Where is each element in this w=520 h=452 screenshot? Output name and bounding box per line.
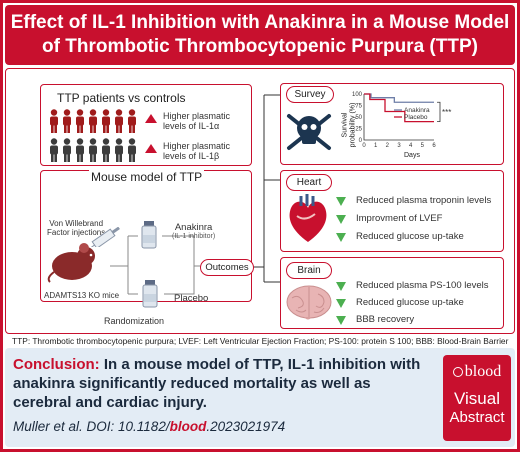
blood-drop-icon	[452, 367, 463, 377]
x-tick-label: 2	[386, 143, 390, 149]
finding-text: Reduced plasma troponin levels	[356, 195, 492, 206]
mouse-icon	[47, 243, 95, 283]
x-tick-label: 1	[374, 143, 378, 149]
x-tick-label: 3	[397, 143, 401, 149]
logo-visual: Visual	[454, 389, 500, 408]
patients-finding-2: Higher plasmatic levels of IL-1β	[163, 141, 231, 161]
blood-logo-brand: blood	[443, 363, 511, 381]
increase-icon	[145, 114, 157, 123]
finding-text: Reduced glucose up-take	[356, 231, 464, 242]
title-line-1: Effect of IL-1 Inhibition with Anakinra …	[10, 12, 510, 33]
conclusion-label: Conclusion:	[13, 356, 100, 373]
heart-icon	[289, 194, 327, 242]
main-panel	[5, 68, 515, 334]
legend-label: Anakinra	[404, 107, 430, 114]
x-tick-label: 4	[409, 143, 413, 149]
decrease-icon	[336, 215, 346, 224]
outcomes-bracket	[254, 94, 280, 283]
placebo-label: Placebo	[174, 293, 209, 304]
title-banner: Effect of IL-1 Inhibition with Anakinra …	[5, 5, 515, 65]
mouse-heading: Mouse model of TTP	[89, 170, 205, 184]
heart-pill: Heart	[286, 174, 332, 191]
decrease-icon	[336, 299, 346, 308]
brain-icon	[286, 285, 332, 320]
placebo-vial-icon	[142, 280, 158, 308]
y-tick-label: 25	[355, 127, 362, 133]
conclusion-body: In a mouse model of TTP, IL-1 inhibition…	[13, 356, 421, 411]
patients-figures	[50, 109, 136, 162]
decrease-icon	[336, 282, 346, 291]
significance-bracket	[437, 101, 441, 122]
mouse-model-flow	[110, 235, 200, 295]
decrease-icon	[336, 197, 346, 206]
patients-box: TTP patients vs controls Higher plasmati…	[40, 84, 252, 166]
y-tick-label: 50	[355, 115, 362, 121]
chart-axes	[363, 94, 434, 141]
outcomes-pill: Outcomes	[200, 259, 254, 276]
series-line-placebo	[364, 93, 434, 123]
decrease-icon	[336, 233, 346, 242]
decrease-icon	[336, 316, 346, 325]
strain-label: ADAMTS13 KO mice	[44, 291, 120, 300]
y-tick-label: 0	[359, 138, 363, 144]
y-tick-label: 100	[352, 92, 363, 98]
logo-abstract: Abstract	[449, 409, 505, 426]
x-tick-label: 6	[432, 143, 436, 149]
finding-text: BBB recovery	[356, 314, 415, 325]
title-line-2: of Thrombotic Thrombocytopenic Purpura (…	[42, 36, 478, 57]
footnote: TTP: Thrombotic thrombocytopenic purpura…	[12, 336, 509, 346]
anakinra-label: Anakinra (IL-1 inhibitor)	[172, 222, 216, 240]
finding-text: Improvment of LVEF	[356, 213, 443, 224]
x-axis-label: Days	[404, 152, 420, 159]
patients-heading: TTP patients vs controls	[57, 91, 186, 105]
citation[interactable]: Muller et al. DOI: 10.1182/blood.2023021…	[13, 419, 286, 434]
patient-figures	[50, 109, 136, 133]
finding-text: Reduced plasma PS-100 levels	[356, 280, 489, 291]
injection-label: Von Willebrand Factor injections	[47, 219, 106, 237]
x-tick-label: 0	[362, 143, 366, 149]
conclusion-panel: Conclusion: In a mouse model of TTP, IL-…	[5, 348, 515, 447]
control-figures	[50, 138, 136, 162]
blood-visual-abstract-logo: blood Visual Abstract	[443, 355, 511, 441]
y-tick-label: 75	[355, 104, 362, 110]
survey-pill: Survey	[286, 86, 334, 103]
skull-crossbones-icon	[287, 114, 331, 150]
randomization-label: Randomization	[104, 316, 165, 326]
syringe-icon	[89, 227, 120, 247]
series-line-anakinra	[364, 93, 434, 103]
finding-text: Reduced glucose up-take	[356, 297, 464, 308]
x-tick-label: 5	[421, 143, 425, 149]
legend-label: Placebo	[404, 114, 428, 121]
conclusion-text: Conclusion: In a mouse model of TTP, IL-…	[13, 355, 433, 412]
brain-pill: Brain	[286, 262, 332, 279]
increase-icon	[145, 144, 157, 153]
patients-finding-1: Higher plasmatic levels of IL-1α	[163, 111, 231, 131]
anakinra-vial-icon	[141, 221, 157, 249]
significance-stars: ***	[442, 108, 451, 117]
